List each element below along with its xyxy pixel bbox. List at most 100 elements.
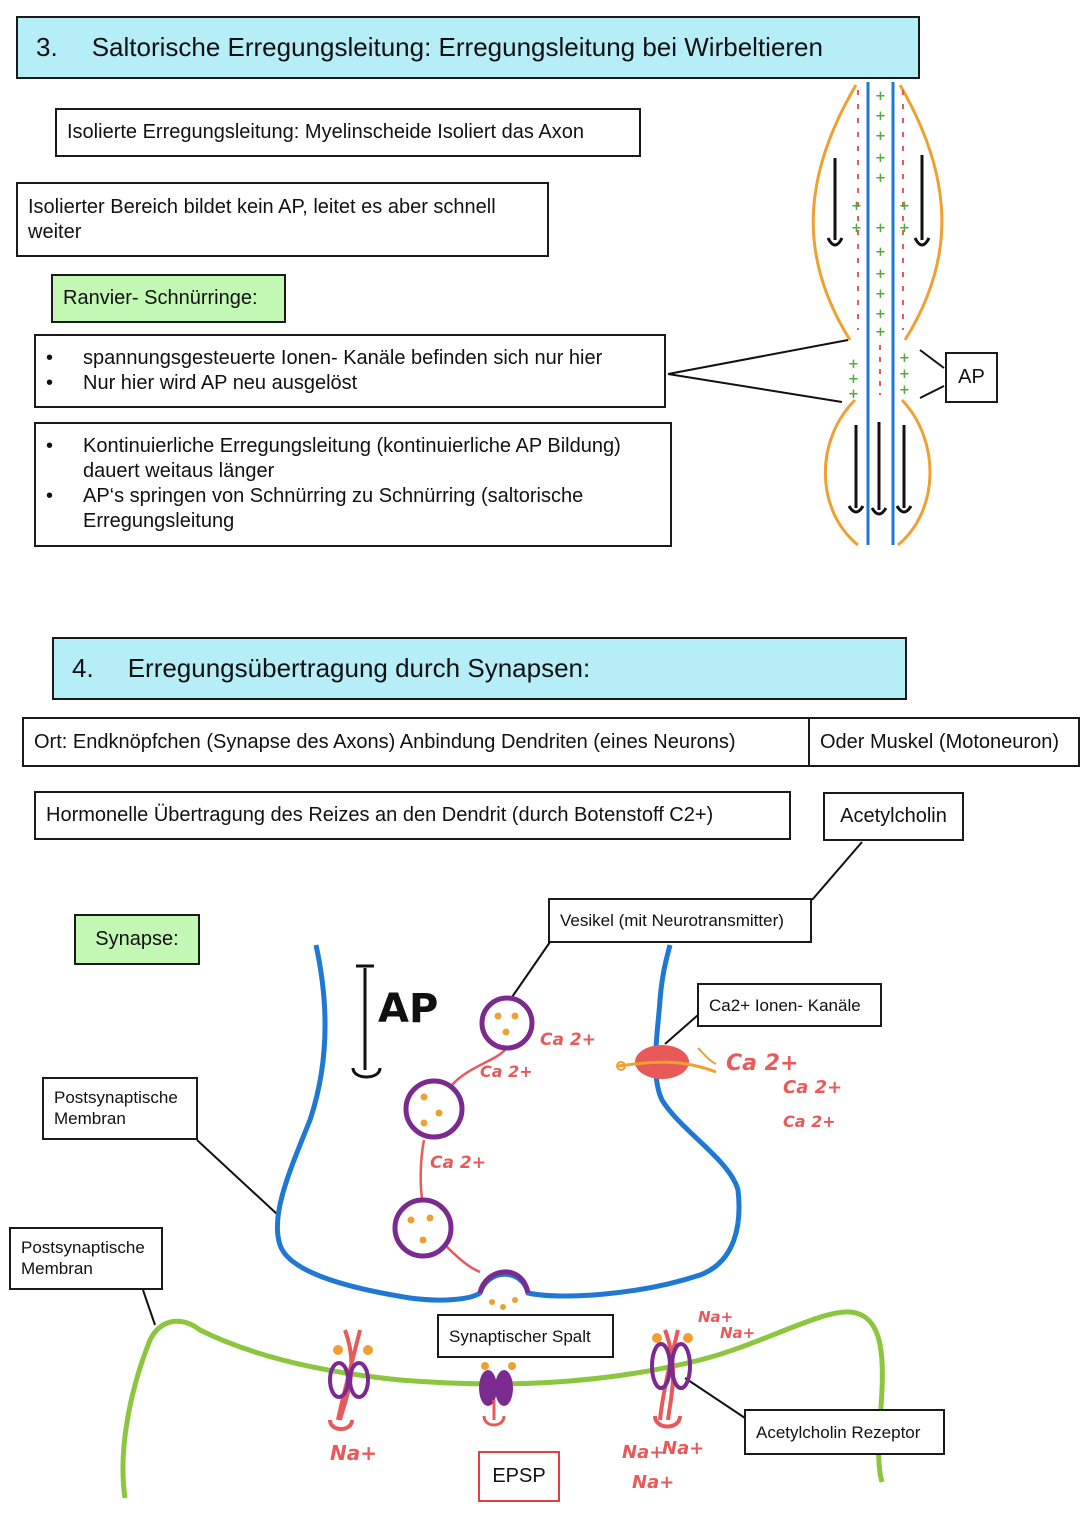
ap-arrow bbox=[351, 964, 382, 1079]
svg-text:+: + bbox=[899, 367, 910, 382]
acetylcholine-receptor-center bbox=[479, 1362, 516, 1427]
svg-text:+: + bbox=[851, 199, 862, 214]
ranvier-label-box: Ranvier- Schnürringe: bbox=[51, 274, 286, 323]
ap-label-box: AP bbox=[945, 352, 998, 403]
pointer-line bbox=[667, 373, 843, 403]
fusing-vesicle bbox=[477, 1269, 531, 1294]
neurotransmitter-text: Acetylcholin bbox=[840, 805, 947, 827]
acetylcholine-receptor-right bbox=[650, 1329, 693, 1429]
svg-text:+: + bbox=[875, 245, 886, 260]
svg-text:+: + bbox=[848, 387, 859, 402]
presynaptic-label: Postsynaptische Membran bbox=[54, 1088, 178, 1128]
svg-text:Na+: Na+ bbox=[632, 1472, 674, 1493]
vesicles bbox=[392, 995, 535, 1310]
location-box: Ort: Endknöpfchen (Synapse des Axons) An… bbox=[22, 717, 810, 767]
svg-text:Ca 2+: Ca 2+ bbox=[783, 1112, 836, 1131]
cleft-label: Synaptischer Spalt bbox=[449, 1326, 591, 1346]
ranvier-label: Ranvier- Schnürringe: bbox=[63, 287, 258, 309]
synapse-label-box: Synapse: bbox=[74, 914, 200, 965]
svg-text:+: + bbox=[899, 351, 910, 366]
vesicle bbox=[479, 995, 535, 1051]
comparison-point: Kontinuierliche Erregungsleitung (kontin… bbox=[46, 434, 660, 484]
ca-channel-label-box: Ca2+ Ionen- Kanäle bbox=[697, 983, 882, 1027]
ranvier-point: Nur hier wird AP neu ausgelöst bbox=[46, 371, 654, 396]
location-text: Ort: Endknöpfchen (Synapse des Axons) An… bbox=[34, 730, 736, 753]
svg-text:+: + bbox=[848, 357, 859, 372]
svg-text:+: + bbox=[848, 372, 859, 387]
section-4-header: 4. Erregungsübertragung durch Synapsen: bbox=[52, 637, 907, 700]
conduction-arrows bbox=[826, 155, 931, 516]
svg-text:Na+: Na+ bbox=[720, 1324, 755, 1342]
section-3-number: 3. bbox=[36, 32, 58, 62]
svg-text:Ca 2+: Ca 2+ bbox=[480, 1062, 533, 1081]
ca-channel bbox=[616, 1045, 717, 1079]
svg-text:Na+: Na+ bbox=[622, 1442, 664, 1463]
svg-text:Ca 2+: Ca 2+ bbox=[540, 1030, 596, 1050]
pointer-line bbox=[684, 1377, 746, 1419]
pointer-line bbox=[811, 841, 863, 901]
svg-text:+: + bbox=[899, 383, 910, 398]
isolated-area-box: Isolierter Bereich bildet kein AP, leite… bbox=[16, 182, 549, 257]
location-alt-text: Oder Muskel (Motoneuron) bbox=[820, 730, 1059, 753]
pointer-line bbox=[196, 1139, 279, 1216]
ranvier-point: spannungsgesteuerte Ionen- Kanäle befind… bbox=[46, 346, 654, 371]
comparison-point: AP‘s springen von Schnürring zu Schnürri… bbox=[46, 484, 660, 534]
pointer-line bbox=[919, 385, 945, 399]
svg-text:+: + bbox=[899, 199, 910, 214]
ca-ion-labels: Ca 2+ Ca 2+ Ca 2+ Ca 2+ Ca 2+ Ca 2+ bbox=[430, 1030, 842, 1173]
myelin-sheath bbox=[823, 398, 859, 547]
postsynaptic-label: Postsynaptische Membran bbox=[21, 1238, 145, 1278]
ca-channel-label: Ca2+ Ionen- Kanäle bbox=[709, 995, 861, 1015]
vesicle-label: Vesikel (mit Neurotransmitter) bbox=[560, 911, 784, 930]
myelin-sheath bbox=[897, 398, 932, 547]
pointer-line bbox=[919, 349, 945, 369]
vesicle bbox=[403, 1078, 465, 1140]
epsp-label: EPSP bbox=[492, 1465, 546, 1487]
svg-text:Na+: Na+ bbox=[698, 1308, 733, 1326]
isolated-area-text: Isolierter Bereich bildet kein AP, leite… bbox=[28, 195, 496, 243]
svg-text:+: + bbox=[875, 129, 886, 144]
epsp-box: EPSP bbox=[478, 1451, 560, 1502]
vesicle bbox=[392, 1197, 454, 1259]
isolation-box: Isolierte Erregungsleitung: Myelinscheid… bbox=[55, 108, 641, 157]
svg-text:+: + bbox=[875, 267, 886, 282]
na-ion-labels: Na+ Na+ Na+ Na+ Na+ Na+ bbox=[330, 1308, 755, 1493]
section-4-title: Erregungsübertragung durch Synapsen: bbox=[127, 653, 591, 683]
section-3-header: 3. Saltorische Erregungsleitung: Erregun… bbox=[16, 16, 920, 79]
myelin-sheath bbox=[898, 84, 944, 341]
svg-text:Na+: Na+ bbox=[330, 1441, 377, 1465]
svg-text:+: + bbox=[875, 151, 886, 166]
transmission-text: Hormonelle Übertragung des Reizes an den… bbox=[46, 804, 714, 826]
location-alt-box: Oder Muskel (Motoneuron) bbox=[808, 717, 1080, 767]
svg-text:Ca 2+: Ca 2+ bbox=[783, 1077, 842, 1098]
comparison-list: Kontinuierliche Erregungsleitung (kontin… bbox=[46, 434, 660, 534]
svg-text:Ca 2+: Ca 2+ bbox=[430, 1153, 486, 1173]
svg-text:+: + bbox=[899, 221, 910, 236]
synapse-label: Synapse: bbox=[95, 928, 179, 950]
myelin-sheath bbox=[811, 84, 858, 341]
presynaptic-label-box: Postsynaptische Membran bbox=[42, 1077, 198, 1140]
svg-text:+: + bbox=[875, 171, 886, 186]
svg-text:+: + bbox=[875, 307, 886, 322]
section-4-number: 4. bbox=[72, 653, 94, 683]
pointer-line bbox=[664, 1014, 699, 1045]
cleft-label-box: Synaptischer Spalt bbox=[437, 1314, 614, 1358]
svg-text:Ca 2+: Ca 2+ bbox=[726, 1051, 798, 1076]
vesicle-label-box: Vesikel (mit Neurotransmitter) bbox=[548, 898, 812, 943]
svg-text:+: + bbox=[875, 89, 886, 104]
section-3-title: Saltorische Erregungsleitung: Erregungsl… bbox=[91, 32, 823, 62]
axon-diagram: +++++ ++++++ ++++ +++ +++ bbox=[667, 82, 945, 547]
vesicle-path bbox=[419, 1046, 509, 1274]
isolation-text: Isolierte Erregungsleitung: Myelinscheid… bbox=[67, 121, 584, 143]
svg-text:+: + bbox=[875, 221, 886, 236]
synapse-ap-text: AP bbox=[378, 986, 438, 1032]
acetylcholine-receptor-left bbox=[328, 1329, 373, 1431]
postsynaptic-membrane bbox=[120, 1309, 885, 1499]
ranvier-points-list: spannungsgesteuerte Ionen- Kanäle befind… bbox=[46, 346, 654, 396]
plus-charges: +++++ ++++++ ++++ +++ +++ bbox=[848, 89, 910, 402]
svg-text:+: + bbox=[875, 287, 886, 302]
ranvier-points-box: spannungsgesteuerte Ionen- Kanäle befind… bbox=[34, 334, 666, 408]
pointer-line bbox=[667, 339, 849, 375]
svg-text:Na+: Na+ bbox=[662, 1438, 704, 1459]
pointer-line bbox=[509, 941, 551, 1001]
